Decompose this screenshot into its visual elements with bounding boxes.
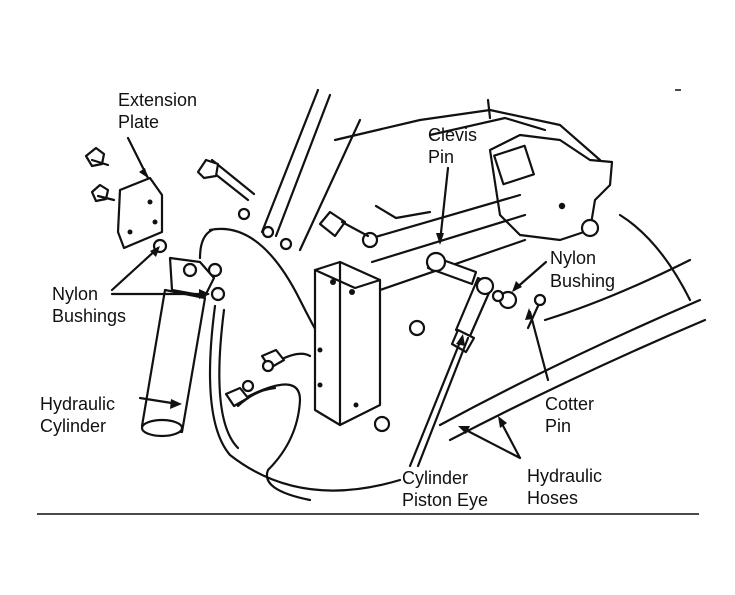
label-cylinder-piston-eye-line2: Piston Eye [402, 490, 488, 510]
label-extension-plate-line1: Extension [118, 90, 197, 110]
label-cylinder-piston-eye-line1: Cylinder [402, 468, 468, 488]
label-extension-plate-line2: Plate [118, 112, 159, 132]
label-hydraulic-hoses-line2: Hoses [527, 488, 578, 508]
label-nylon-bushings-line1: Nylon [52, 284, 98, 304]
clevis-pin-assembly [425, 251, 547, 354]
label-hydraulic-hoses-line1: Hydraulic [527, 466, 602, 486]
bolts-top-left [84, 146, 293, 251]
label-clevis-pin-line1: Clevis [428, 125, 477, 145]
label-nylon-bushings: Nylon Bushings [52, 284, 126, 326]
label-nylon-bushing-line1: Nylon [550, 248, 596, 268]
label-cotter-pin-line1: Cotter [545, 394, 594, 414]
label-hydraulic-cylinder-line2: Cylinder [40, 416, 106, 436]
label-hydraulic-cylinder-line1: Hydraulic [40, 394, 115, 414]
label-cylinder-piston-eye: Cylinder Piston Eye [402, 468, 488, 510]
label-cotter-pin: Cotter Pin [545, 394, 594, 436]
mount-post [313, 204, 432, 433]
label-extension-plate: Extension Plate [118, 90, 197, 132]
label-hydraulic-hoses: Hydraulic Hoses [527, 466, 602, 508]
label-clevis-pin-line2: Pin [428, 147, 454, 167]
label-nylon-bushings-line2: Bushings [52, 306, 126, 326]
label-nylon-bushing-line2: Bushing [550, 271, 615, 291]
pointer-arrows [110, 136, 550, 468]
label-cotter-pin-line2: Pin [545, 416, 571, 436]
extension-plate [116, 176, 168, 254]
label-hydraulic-cylinder: Hydraulic Cylinder [40, 394, 115, 436]
hydraulic-cylinder [140, 228, 226, 438]
label-nylon-bushing: Nylon Bushing [550, 248, 615, 291]
frame-beams [260, 88, 707, 442]
label-clevis-pin: Clevis Pin [428, 125, 477, 167]
